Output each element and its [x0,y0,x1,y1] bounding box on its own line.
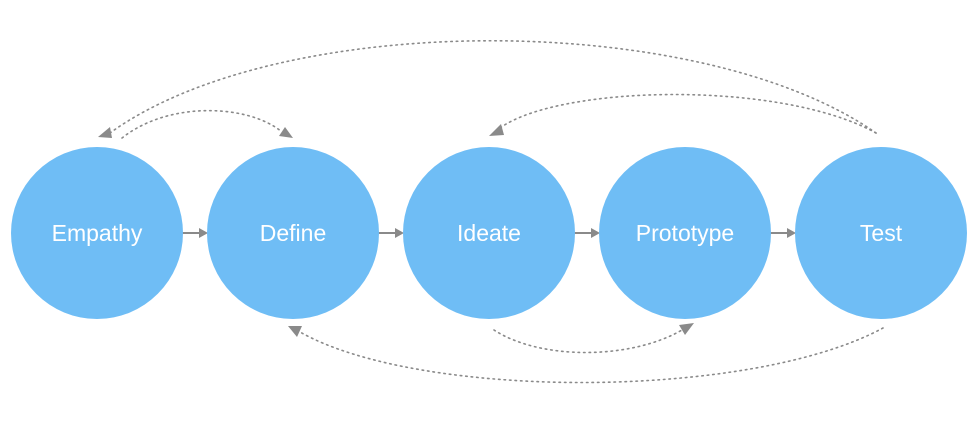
arrow-empathy-to-define-head [199,228,208,238]
stage-prototype-label: Prototype [636,220,734,246]
stage-define-label: Define [260,220,326,246]
loop-test-to-define [299,327,884,384]
stage-ideate-label: Ideate [457,220,521,246]
loop-test-to-ideate-arrowhead [489,124,504,136]
stage-prototype-circle [599,147,771,319]
stage-empathy: Empathy [11,147,183,319]
stage-define-circle [207,147,379,319]
loop-ideate-to-prototype [493,329,683,354]
loop-test-to-empathy-arrowhead [98,127,112,138]
stage-prototype: Prototype [599,147,771,319]
stage-test-circle [795,147,967,319]
loop-empathy-to-define-arrowhead [279,127,293,138]
loop-ideate-to-prototype-arrowhead [679,323,694,335]
loop-links [98,39,884,384]
stage-empathy-label: Empathy [52,220,143,246]
stage-define: Define [207,147,379,319]
loop-test-to-empathy [109,39,877,134]
stage-test-label: Test [860,220,903,246]
arrow-prototype-to-test-head [787,228,796,238]
stage-ideate: Ideate [403,147,575,319]
loop-test-to-ideate [499,93,877,134]
stage-test: Test [795,147,967,319]
arrow-ideate-to-prototype-head [591,228,600,238]
loop-empathy-to-define [121,109,283,139]
loop-test-to-define-arrowhead [288,326,302,337]
arrow-define-to-ideate-head [395,228,404,238]
stage-ideate-circle [403,147,575,319]
stage-empathy-circle [11,147,183,319]
forward-links [182,228,796,238]
